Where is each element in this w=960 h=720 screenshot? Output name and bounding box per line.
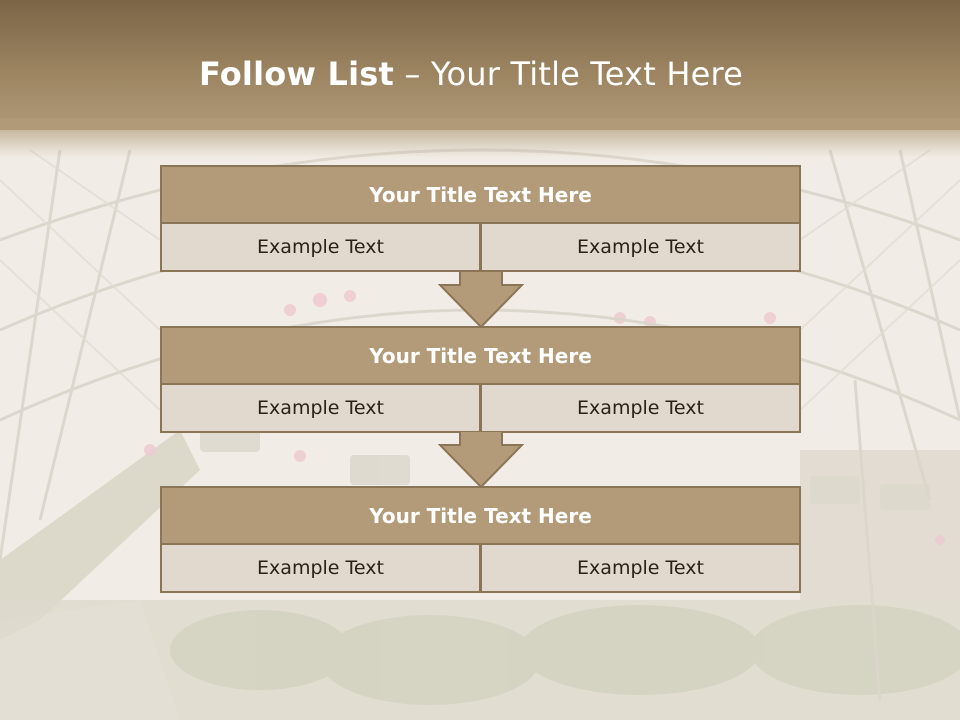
step-2-right-text: Example Text [482,385,799,431]
step-1-left-text: Example Text [162,224,479,270]
down-arrow-icon [438,431,524,489]
step-block-3: Your Title Text Here Example Text Exampl… [160,486,801,593]
title-banner-fade [0,118,960,158]
title-banner [0,0,960,130]
step-block-2: Your Title Text Here Example Text Exampl… [160,326,801,433]
slide-title: Follow List – Your Title Text Here [0,55,942,93]
step-block-1: Your Title Text Here Example Text Exampl… [160,165,801,272]
slide-title-rest: – Your Title Text Here [394,55,744,93]
slide-title-strong: Follow List [198,55,395,93]
step-3-left-text: Example Text [162,545,479,591]
step-title-1: Your Title Text Here [162,167,799,222]
down-arrow-icon [438,271,524,329]
step-3-right-text: Example Text [482,545,799,591]
step-1-right-text: Example Text [482,224,799,270]
step-title-3: Your Title Text Here [162,488,799,543]
step-2-left-text: Example Text [162,385,479,431]
step-title-2: Your Title Text Here [162,328,799,383]
